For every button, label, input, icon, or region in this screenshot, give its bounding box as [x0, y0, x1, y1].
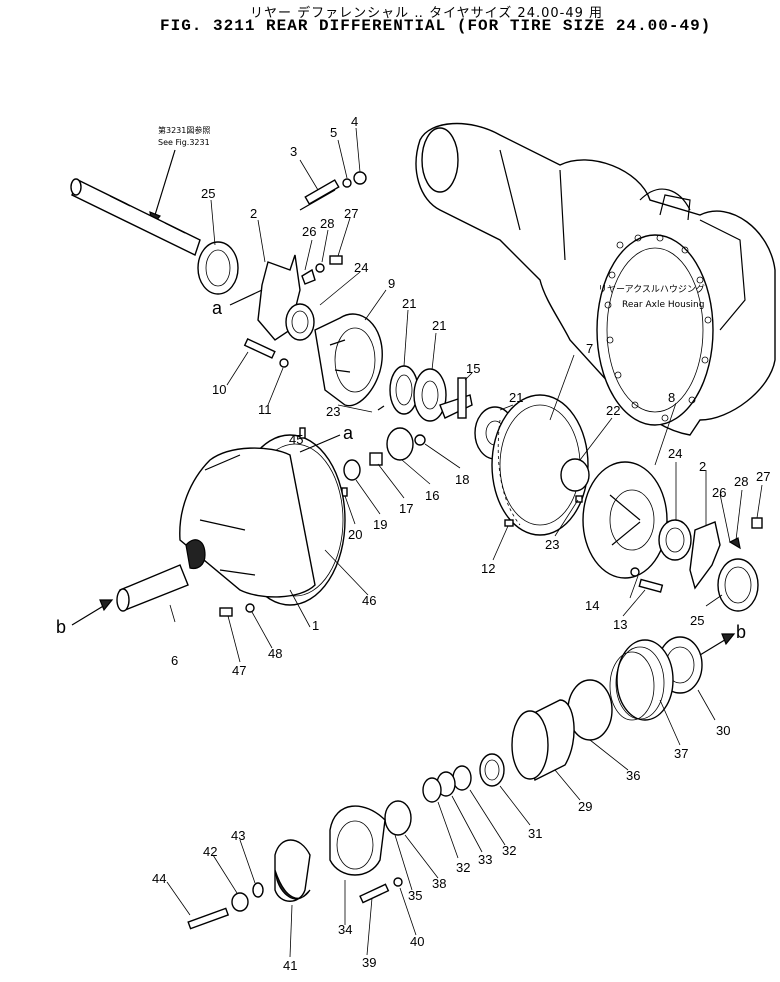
part-label-8: 8: [668, 390, 675, 405]
title-english: FIG. 3211 REAR DIFFERENTIAL (FOR TIRE SI…: [160, 17, 712, 35]
part-label-23-lower: 23: [545, 537, 559, 552]
part-label-37: 37: [674, 746, 688, 761]
part-label-28-upper: 28: [320, 216, 334, 231]
part-label-25-lower: 25: [690, 613, 704, 628]
part-label-24-upper: 24: [354, 260, 368, 275]
housing-bolt-ring: [604, 234, 712, 422]
part-label-2-lower: 2: [699, 459, 706, 474]
part-label-10: 10: [212, 382, 226, 397]
part-label-34: 34: [338, 922, 352, 937]
part-label-46: 46: [362, 593, 376, 608]
differential-case-right: [582, 461, 668, 593]
housing-label-en: Rear Axle Housing: [622, 300, 704, 310]
part-label-14: 14: [585, 598, 599, 613]
figure-header: リヤー デファレンシャル ‥ タイヤサイズ 24.00-49 用 FIG. 32…: [0, 0, 780, 40]
part-label-27-lower: 27: [756, 469, 770, 484]
carrier-housing: [116, 427, 346, 617]
part-label-15: 15: [466, 361, 480, 376]
see-fig-label-jp: 第3231図参照: [158, 125, 210, 135]
mark-b-left: b: [56, 617, 66, 637]
part-label-21-b: 21: [432, 318, 446, 333]
part-label-35: 35: [408, 888, 422, 903]
part-label-5: 5: [330, 125, 337, 140]
part-label-6: 6: [171, 653, 178, 668]
leader-lines: [166, 127, 763, 958]
part-label-28-lower: 28: [734, 474, 748, 489]
part-label-2-upper: 2: [250, 206, 257, 221]
part-label-47: 47: [232, 663, 246, 678]
housing-label-jp: リヤーアクスルハウジング: [598, 283, 705, 295]
part-label-32-b: 32: [456, 860, 470, 875]
part-label-36: 36: [626, 768, 640, 783]
shim-22: [560, 458, 590, 503]
part-label-33: 33: [478, 852, 492, 867]
part-label-23-upper: 23: [326, 404, 340, 419]
part-label-21-a: 21: [402, 296, 416, 311]
part-label-9: 9: [388, 276, 395, 291]
part-label-22: 22: [606, 403, 620, 418]
part-label-40: 40: [410, 934, 424, 949]
lower-assembly: [187, 636, 703, 930]
part-label-20: 20: [348, 527, 362, 542]
part-label-25-upper: 25: [201, 186, 215, 201]
part-label-30: 30: [716, 723, 730, 738]
part-label-41: 41: [283, 958, 297, 973]
see-fig-label-en: See Fig.3231: [158, 138, 210, 147]
part-label-3: 3: [290, 144, 297, 159]
part-label-11: 11: [258, 402, 272, 417]
mark-a-lower: a: [343, 423, 354, 443]
part-label-29: 29: [578, 799, 592, 814]
part-25-seal-upper: [197, 241, 239, 295]
rear-axle-housing: リヤーアクスルハウジング Rear Axle Housing: [415, 122, 776, 436]
part-label-7: 7: [586, 341, 593, 356]
part-label-39: 39: [362, 955, 376, 970]
axle-shaft-reference: 第3231図参照 See Fig.3231: [70, 125, 210, 256]
part-label-27-upper: 27: [344, 206, 358, 221]
part-label-26-upper: 26: [302, 224, 316, 239]
part-label-45: 45: [289, 432, 303, 447]
bearing-cap-lower: [658, 517, 763, 612]
part-label-32-a: 32: [502, 843, 516, 858]
title-japanese: リヤー デファレンシャル ‥ タイヤサイズ 24.00-49 用: [250, 6, 604, 21]
part-label-17: 17: [399, 501, 413, 516]
lock-parts-upper: [301, 255, 343, 285]
part-label-12: 12: [481, 561, 495, 576]
part-label-26-lower: 26: [712, 485, 726, 500]
bearing-and-carrier-upper: [285, 303, 383, 407]
part-label-4: 4: [351, 114, 358, 129]
part-label-43: 43: [231, 828, 245, 843]
part-label-24-lower: 24: [668, 446, 682, 461]
part-label-13: 13: [613, 617, 627, 632]
part-label-42: 42: [203, 844, 217, 859]
part-label-38: 38: [432, 876, 446, 891]
mark-b-right: b: [736, 622, 746, 642]
bolt-10-11: [243, 338, 289, 368]
part-number-labels: 1 2 2 3 4 5 6 7 8 9 10 11 12 13 14 15 16…: [152, 114, 770, 973]
part-label-16: 16: [425, 488, 439, 503]
part-label-1: 1: [312, 618, 319, 633]
part-label-48: 48: [268, 646, 282, 661]
reference-marks: a a b b: [56, 289, 746, 656]
part-label-44: 44: [152, 871, 166, 886]
part-label-21-c: 21: [509, 390, 523, 405]
part-label-18: 18: [455, 472, 469, 487]
part-label-19: 19: [373, 517, 387, 532]
part-label-31: 31: [528, 826, 542, 841]
mark-a-upper: a: [212, 298, 223, 318]
